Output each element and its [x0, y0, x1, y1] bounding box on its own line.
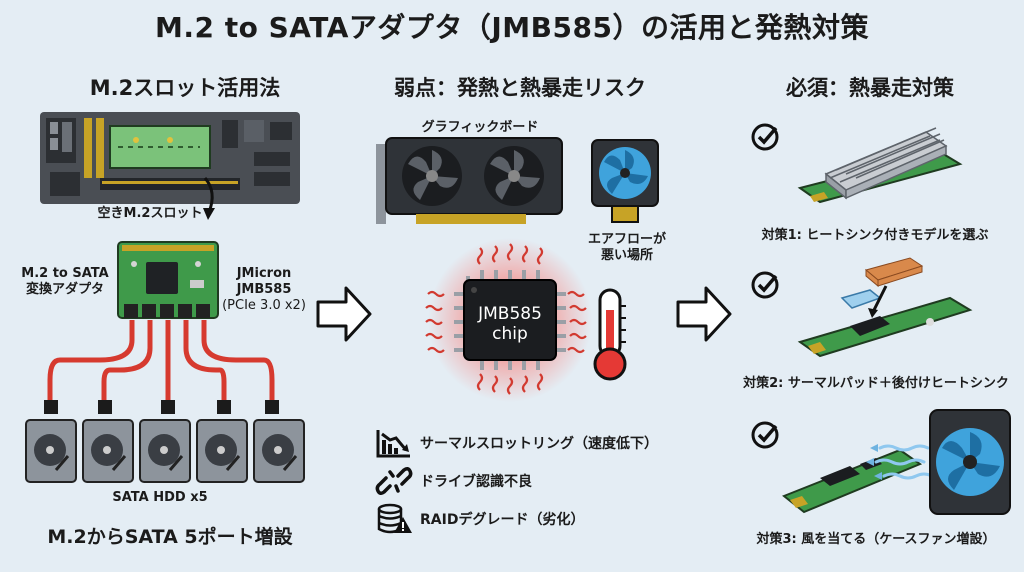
- check-circle-icon: [751, 421, 779, 449]
- hdd-array: [25, 419, 305, 483]
- empty-slot-label: 空きM.2スロット: [97, 206, 203, 221]
- measure-1-label: 対策1: ヒートシンク付きモデルを選ぶ: [761, 228, 989, 243]
- check-circle-icon: [751, 123, 779, 151]
- chart-down-icon: [376, 430, 410, 458]
- arrow-right-icon: [676, 286, 732, 342]
- risk-list: サーマルスロットリング（速度低下） ドライブ認識不良 RAIDデグレード（劣化）: [375, 424, 696, 538]
- measure-2-label: 対策2: サーマルパッド＋後付けヒートシンク: [743, 376, 1009, 391]
- left-heading: M.2スロット活用法: [89, 76, 281, 100]
- left-summary: M.2からSATA 5ポート増設: [47, 526, 293, 548]
- measure-3-label: 対策3: 風を当てる（ケースファン増設）: [756, 532, 996, 547]
- risk-text: サーマルスロットリング（速度低下）: [420, 436, 658, 452]
- slot-arrow: [203, 177, 215, 220]
- case-fan-ssd-illustration: [782, 409, 1011, 515]
- page-title: M.2 to SATAアダプタ（JMB585）の活用と発熱対策: [155, 11, 869, 44]
- database-warning-icon: [377, 503, 412, 534]
- thermal-pad-ssd-illustration: [797, 257, 973, 358]
- list-item: サーマルスロットリング（速度低下）: [376, 424, 696, 462]
- cpu-cooler-icon: [591, 139, 659, 223]
- arrow-right-icon: [316, 286, 372, 342]
- motherboard-illustration: [40, 112, 300, 204]
- right-heading: 必須：熱暴走対策: [786, 76, 954, 100]
- graphics-card-illustration: [376, 137, 563, 224]
- list-item: ドライブ認識不良: [375, 462, 696, 500]
- middle-heading: 弱点：発熱と熱暴走リスク: [394, 76, 646, 100]
- m2-sata-adapter-illustration: [117, 241, 219, 319]
- airflow-label: エアフローが 悪い場所: [587, 232, 666, 263]
- gpu-label: グラフィックボード: [421, 120, 539, 135]
- hdd-label: SATA HDD x5: [112, 490, 208, 505]
- sata-cables: [44, 320, 279, 414]
- adapter-label: M.2 to SATA 変換アダプタ: [21, 266, 109, 297]
- chip-spec-label: JMicron JMB585 (PCIe 3.0 x2): [222, 266, 306, 313]
- list-item: RAIDデグレード（劣化）: [376, 500, 696, 538]
- check-circle-icon: [751, 271, 779, 299]
- thermometer-icon: [593, 288, 627, 381]
- risk-text: ドライブ認識不良: [420, 474, 532, 490]
- broken-link-icon: [375, 466, 413, 496]
- chip-label: JMB585 chip: [478, 304, 542, 344]
- hot-chip-illustration: [425, 238, 592, 402]
- heatsink-ssd-illustration: [797, 127, 963, 204]
- risk-text: RAIDデグレード（劣化）: [420, 512, 585, 528]
